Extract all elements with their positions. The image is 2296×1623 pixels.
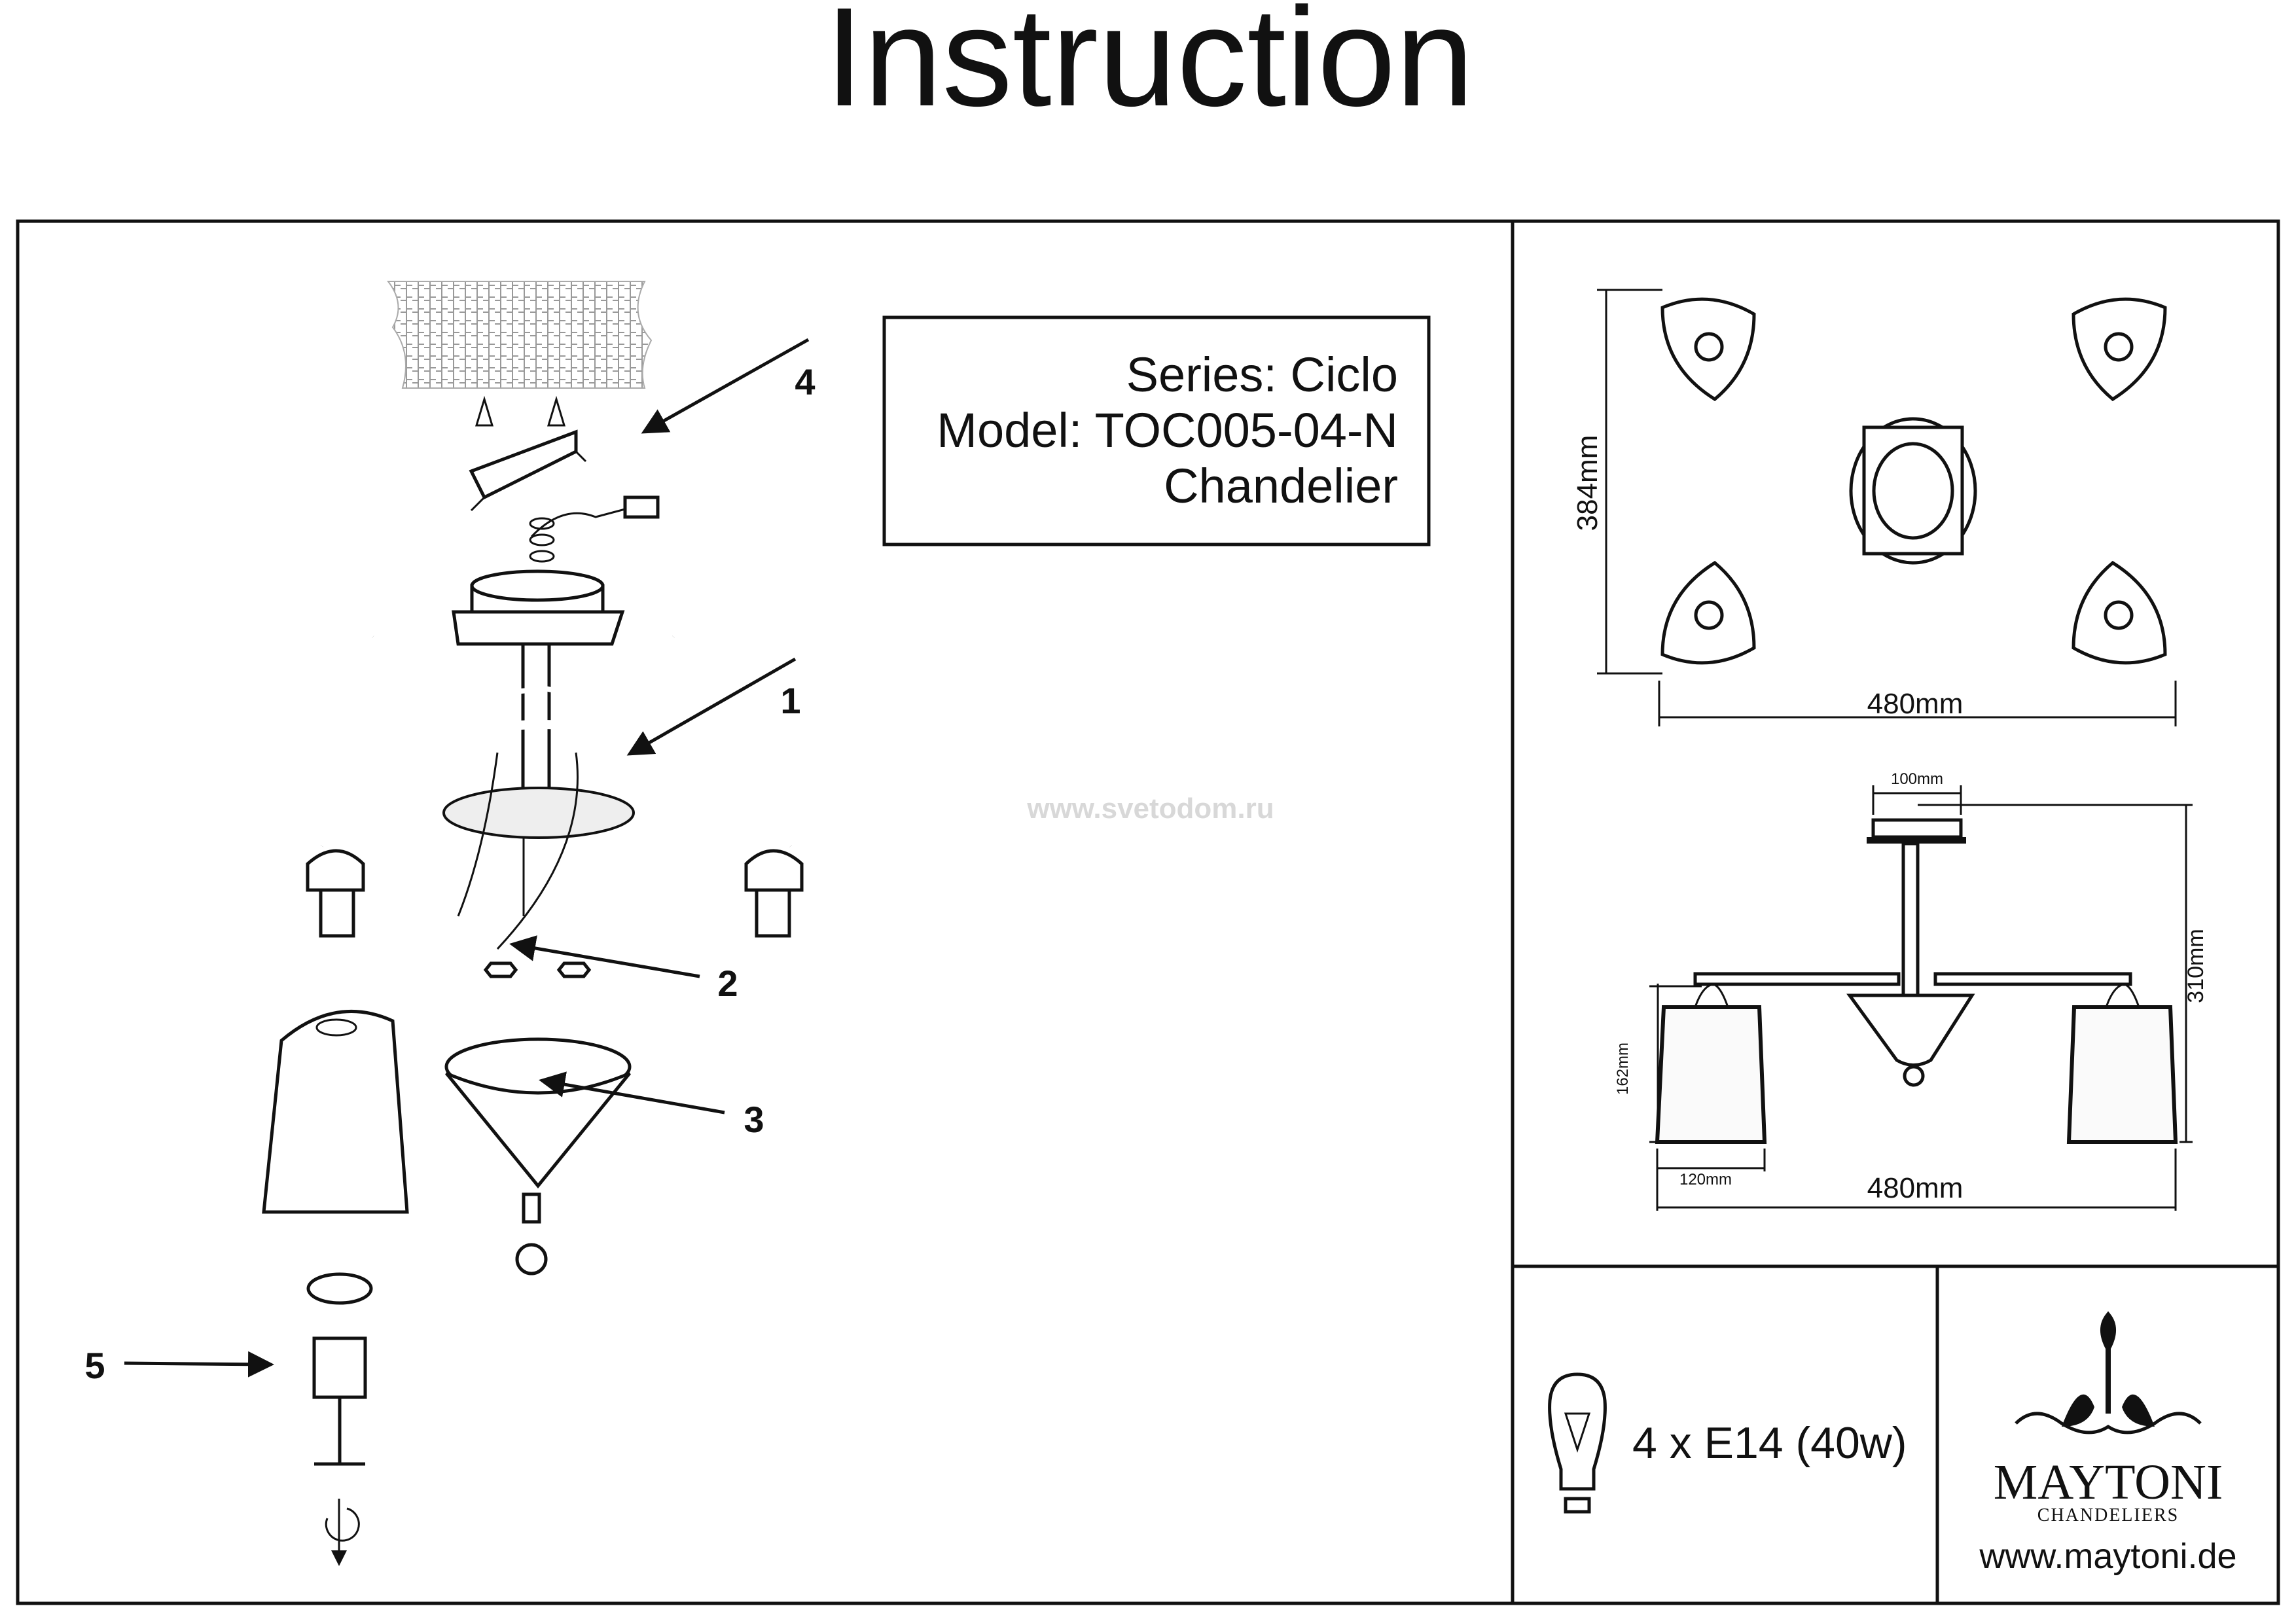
info-box: Series: Ciclo Model: TOC005-04-N Chandel… — [882, 315, 1431, 546]
brand-tagline: CHANDELIERS — [2037, 1505, 2179, 1525]
maytoni-logo: MAYTONI CHANDELIERS — [1994, 1311, 2223, 1525]
shade-right — [2066, 1005, 2178, 1144]
light-bulb-icon — [1548, 1372, 1607, 1514]
socket-right — [744, 849, 804, 938]
glass-shade — [262, 1009, 409, 1214]
brand-name: MAYTONI — [1994, 1455, 2223, 1510]
canopy-dim: 100mm — [1891, 770, 1943, 788]
side-height-dim: 310mm — [2183, 929, 2208, 1003]
screw — [522, 1192, 541, 1224]
nut-left — [483, 961, 518, 978]
top-width-dim: 480mm — [1867, 688, 1964, 720]
tee-key — [314, 1397, 365, 1466]
lamp-socket — [312, 1336, 367, 1399]
model-label: Model: TOC005-04-N — [937, 403, 1398, 457]
frame — [16, 219, 2280, 1605]
step-1-label: 1 — [780, 680, 800, 721]
top-view-diagram: 384mm 480mm — [1571, 289, 2177, 726]
step-4-label: 4 — [795, 361, 815, 402]
wires — [457, 752, 579, 950]
canopy — [452, 569, 625, 646]
finial-ball — [515, 1243, 548, 1275]
page-title: Instruction — [825, 0, 1474, 135]
shade-height-dim: 162mm — [1614, 1043, 1632, 1095]
arrows — [124, 338, 810, 1378]
side-width-dim: 480mm — [1867, 1172, 1964, 1204]
cone-diffuser — [444, 1037, 632, 1188]
side-view-diagram: 100mm 310mm 162mm 120mm 480mm — [1614, 770, 2208, 1211]
bulb-spec-text: 4 x E14 (40w) — [1632, 1418, 1907, 1468]
mounting-bracket — [469, 395, 660, 563]
step-2-label: 2 — [717, 963, 738, 1004]
ceiling — [386, 281, 653, 389]
glass-plate — [442, 787, 635, 839]
type-label: Chandelier — [1164, 459, 1398, 513]
socket-ring — [306, 1272, 373, 1305]
series-label: Series: Ciclo — [1126, 348, 1398, 402]
watermark: www.svetodom.ru — [1026, 793, 1274, 825]
brand-website[interactable]: www.maytoni.de — [1979, 1537, 2236, 1576]
step-5-label: 5 — [84, 1345, 105, 1386]
step-3-label: 3 — [744, 1099, 764, 1140]
rod — [521, 642, 551, 796]
shade-left — [1655, 1005, 1767, 1144]
top-height-dim: 384mm — [1571, 435, 1604, 531]
nut-right — [556, 961, 592, 978]
shade-width-dim: 120mm — [1679, 1171, 1732, 1188]
bulb-spec: 4 x E14 (40w) — [1548, 1372, 1907, 1514]
socket-left — [306, 849, 365, 938]
assembly-diagram: 1 2 3 4 5 — [84, 281, 816, 1564]
top-lamps — [1660, 297, 2167, 665]
rotate-arrow — [326, 1499, 360, 1564]
